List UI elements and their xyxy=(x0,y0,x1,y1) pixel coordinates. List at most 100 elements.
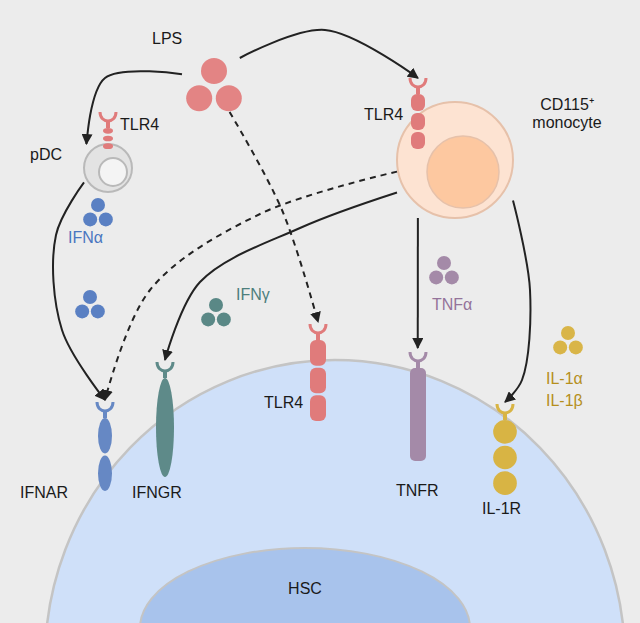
molecule-dot xyxy=(569,340,583,354)
molecule-dot xyxy=(209,298,223,312)
signal-arrow xyxy=(86,71,182,144)
molecule-dot xyxy=(201,58,227,84)
molecule-dot xyxy=(561,326,575,340)
il1r-receptor xyxy=(493,404,517,495)
molecule-dot xyxy=(75,304,89,318)
cell-node: CD115⁺ monocyte xyxy=(397,102,513,218)
receptor-cup xyxy=(310,324,326,333)
hsc-cell xyxy=(45,360,625,623)
signal-arrow xyxy=(505,201,530,402)
cytokine-label: IL-1α xyxy=(546,370,583,388)
hsc-nucleus xyxy=(140,548,470,623)
tnfr-receptor xyxy=(410,352,426,461)
molecule-dot xyxy=(91,304,105,318)
node-label: IL-1R xyxy=(482,500,521,518)
receptor-domain xyxy=(410,368,426,461)
monocyte-cell xyxy=(397,102,513,218)
tlr4-receptor xyxy=(310,324,326,421)
cell-node: pDC xyxy=(84,144,132,192)
lps-molecule xyxy=(186,58,242,111)
pdc-cell xyxy=(84,144,132,192)
pdc-nucleus xyxy=(99,158,127,186)
molecule-dot xyxy=(429,270,443,284)
node-label: LPS xyxy=(152,30,182,48)
receptor-domain xyxy=(156,378,174,477)
molecule-dot xyxy=(437,256,451,270)
node-label: TNFR xyxy=(396,482,439,500)
cell-node: TLR4 xyxy=(364,78,426,128)
molecule-dot xyxy=(186,85,212,111)
receptor-stem xyxy=(106,120,110,128)
molecule-dot xyxy=(99,212,113,226)
receptor-domain xyxy=(310,340,326,366)
molecule-dot xyxy=(83,212,97,226)
ifnar-receptor xyxy=(97,402,113,491)
cytokine-label: IFNγ xyxy=(236,286,270,304)
molecule-dot xyxy=(83,290,97,304)
node-label: IFNGR xyxy=(132,484,182,502)
receptor-stem xyxy=(416,360,420,368)
receptor-domain xyxy=(411,113,425,130)
node-label: TLR4 xyxy=(264,394,303,412)
cell-node: HSC xyxy=(255,575,357,605)
receptor-domain xyxy=(310,368,326,394)
tnfa-molecule xyxy=(429,256,459,284)
molecule-dot xyxy=(91,198,105,212)
ifna-molecule xyxy=(83,198,113,226)
receptor-cup xyxy=(157,362,173,371)
molecule-dot xyxy=(217,312,231,326)
ifna-molecule xyxy=(75,290,105,318)
receptor-domain xyxy=(103,128,113,134)
receptor-stem xyxy=(163,370,167,378)
cytokine-label: IFNα xyxy=(68,229,103,247)
receptor-cup xyxy=(97,402,113,411)
molecule-dot xyxy=(445,270,459,284)
cell-node: TNFR xyxy=(392,348,448,504)
receptor-domain xyxy=(411,132,425,149)
signal-arrow xyxy=(417,218,419,348)
receptor-domain xyxy=(103,136,113,142)
receptor-domain xyxy=(310,395,326,421)
il1-molecule xyxy=(553,326,583,354)
receptor-cup xyxy=(410,78,426,87)
cell-node: IL-1R xyxy=(478,402,536,524)
receptor-cup xyxy=(410,352,426,361)
receptor-domain xyxy=(493,420,517,444)
cytokine-label: IL-1β xyxy=(546,392,583,410)
signal-arrow xyxy=(105,172,397,400)
ifng-molecule xyxy=(201,298,231,326)
cell-node: LPS xyxy=(182,58,250,112)
cytokine-label: TNFα xyxy=(432,296,472,314)
node-label: pDC xyxy=(30,146,62,164)
receptor-domain xyxy=(411,94,425,111)
node-label: TLR4 xyxy=(120,116,159,134)
tlr4-receptor xyxy=(100,112,116,149)
receptor-domain xyxy=(98,456,112,492)
cell-node: TLR4 xyxy=(100,112,164,142)
receptor-cup xyxy=(497,404,513,413)
node-label: TLR4 xyxy=(364,106,403,124)
cell-node: TLR4 xyxy=(262,322,328,424)
molecule-dot xyxy=(553,340,567,354)
node-label: CD115⁺ monocyte xyxy=(521,96,613,133)
signal-arrow xyxy=(240,30,418,78)
node-label: IFNAR xyxy=(20,484,68,502)
tlr4-receptor xyxy=(410,78,426,149)
receptor-domain xyxy=(493,446,517,470)
receptor-domain xyxy=(493,471,517,495)
receptor-cup xyxy=(100,112,116,121)
molecule-dot xyxy=(216,85,242,111)
cell-node: IFNGR xyxy=(128,360,202,506)
receptor-stem xyxy=(103,410,107,418)
node-label: HSC xyxy=(255,580,355,598)
receptor-domain xyxy=(103,143,113,149)
receptor-domain xyxy=(98,418,112,454)
cell-node: IFNAR xyxy=(18,400,114,504)
receptor-stem xyxy=(416,86,420,94)
ifngr-receptor xyxy=(156,362,174,477)
signal-arrow xyxy=(165,192,397,360)
monocyte-nucleus xyxy=(427,136,499,208)
signal-arrow xyxy=(53,182,105,400)
receptor-stem xyxy=(503,412,507,420)
